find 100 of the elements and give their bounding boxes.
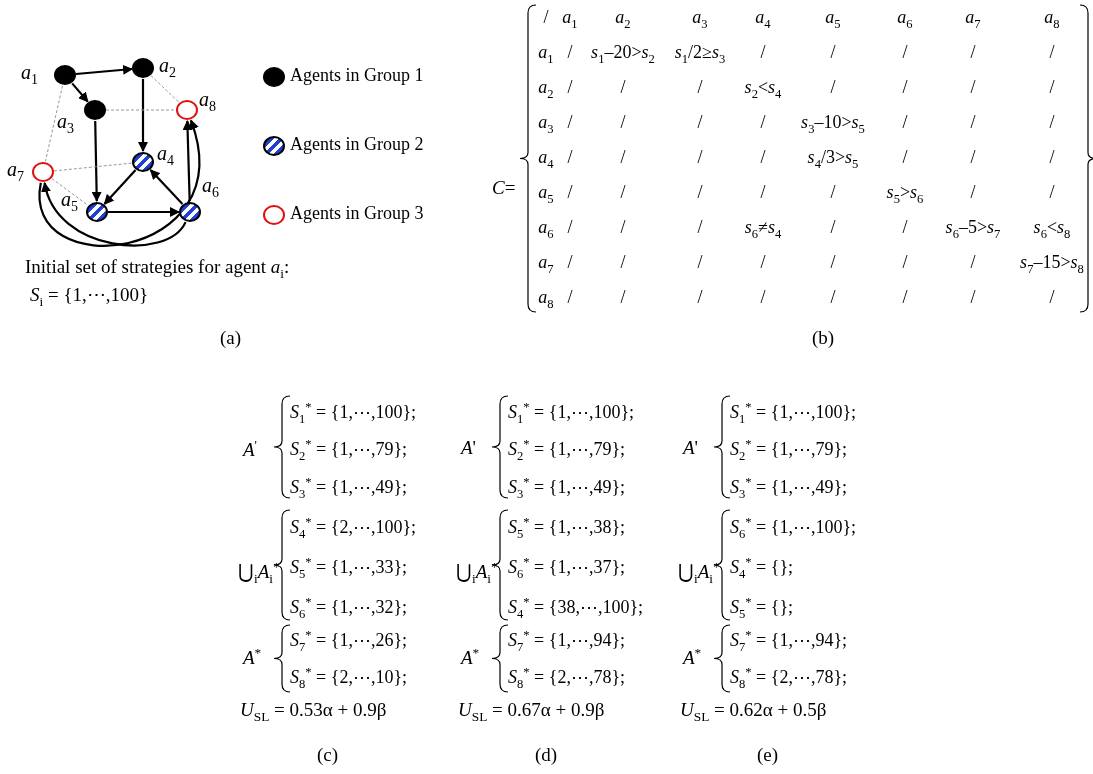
matrix-cell: s$_{1}$/2≥s$_{3}$ bbox=[674, 43, 726, 67]
agent-label: a$_{4}$ bbox=[157, 142, 174, 169]
set-symbol: A$^{'}$ bbox=[243, 438, 257, 462]
matrix-cell: / bbox=[1049, 288, 1055, 308]
matrix-cell: / bbox=[830, 218, 836, 238]
matrix-cell: / bbox=[697, 253, 703, 273]
matrix-cell: / bbox=[697, 183, 703, 203]
matrix-cell: / bbox=[567, 218, 573, 238]
utility-equation: U$_{SL}$ = 0.53α + 0.9β bbox=[240, 700, 387, 725]
matrix-cell: / bbox=[620, 218, 626, 238]
dashed-line bbox=[150, 75, 180, 103]
matrix-cell: / bbox=[1049, 113, 1055, 133]
matrix-cell: / bbox=[697, 288, 703, 308]
arrow bbox=[103, 169, 137, 205]
set-equation: S$_{7}$$^{*}$ = {1,⋯,26}; bbox=[290, 629, 408, 655]
matrix-cell: / bbox=[970, 288, 976, 308]
matrix-header: a$_{8}$ bbox=[1044, 8, 1060, 32]
matrix-header: a$_{2}$ bbox=[538, 78, 554, 102]
matrix-cell: / bbox=[760, 43, 766, 63]
matrix-header: a$_{5}$ bbox=[825, 8, 841, 32]
set-equation: S$_{4}$$^{*}$ = {38,⋯,100}; bbox=[508, 596, 644, 622]
matrix-header: a$_{5}$ bbox=[538, 183, 554, 207]
set-equation: S$_{1}$$^{*}$ = {1,⋯,100}; bbox=[730, 401, 857, 427]
set-equation: S$_{5}$$^{*}$ = {1,⋯,33}; bbox=[290, 556, 408, 582]
matrix-header: a$_{3}$ bbox=[538, 113, 554, 137]
matrix-cell: / bbox=[760, 253, 766, 273]
caption-text: Initial set of strategies for agent a$_{i}$: bbox=[25, 257, 290, 282]
arrow bbox=[91, 121, 102, 202]
matrix-cell: s$_{2}$<s$_{4}$ bbox=[744, 78, 782, 102]
dashed-line bbox=[51, 178, 89, 206]
legend-text: Agents in Group 1 bbox=[290, 66, 424, 86]
arrow bbox=[75, 64, 134, 76]
set-equation: S$_{1}$$^{*}$ = {1,⋯,100}; bbox=[290, 401, 417, 427]
matrix-cell: / bbox=[830, 78, 836, 98]
matrix-cell: / bbox=[697, 148, 703, 168]
matrix-cell: / bbox=[970, 183, 976, 203]
set-equation: S$_{i}$ = {1,⋯,100} bbox=[30, 285, 149, 310]
set-equation: S$_{1}$$^{*}$ = {1,⋯,100}; bbox=[508, 401, 635, 427]
matrix-cell: s$_{3}$–10>s$_{5}$ bbox=[801, 113, 865, 137]
utility-equation: U$_{SL}$ = 0.62α + 0.5β bbox=[680, 700, 827, 725]
matrix-header: / bbox=[543, 8, 549, 28]
matrix-cell: / bbox=[1049, 78, 1055, 98]
matrix-cell: / bbox=[1049, 183, 1055, 203]
matrix-cell: s$_{7}$–15>s$_{8}$ bbox=[1020, 253, 1084, 277]
arrow bbox=[39, 119, 200, 247]
legend-text: Agents in Group 3 bbox=[290, 204, 424, 224]
matrix-cell: / bbox=[567, 113, 573, 133]
matrix-cell: s$_{6}$≠s$_{4}$ bbox=[744, 218, 782, 242]
agent-label: a$_{2}$ bbox=[159, 54, 176, 81]
arrow bbox=[138, 79, 148, 152]
arrow bbox=[149, 169, 184, 205]
matrix-cell: / bbox=[902, 218, 908, 238]
matrix-cell: / bbox=[1049, 43, 1055, 63]
matrix-cell: s$_{1}$–20>s$_{2}$ bbox=[591, 43, 655, 67]
set-symbol: A$^{*}$ bbox=[243, 646, 262, 670]
matrix-cell: / bbox=[567, 148, 573, 168]
matrix-cell: / bbox=[1049, 148, 1055, 168]
matrix-cell: / bbox=[902, 148, 908, 168]
set-equation: S$_{7}$$^{*}$ = {1,⋯,94}; bbox=[508, 629, 626, 655]
set-equation: S$_{6}$$^{*}$ = {1,⋯,37}; bbox=[508, 556, 626, 582]
matrix-cell: / bbox=[760, 288, 766, 308]
agent-label: a$_{3}$ bbox=[57, 110, 74, 137]
set-equation: S$_{4}$$^{*}$ = {2,⋯,100}; bbox=[290, 516, 417, 542]
matrix-cell: / bbox=[567, 183, 573, 203]
matrix-header: a$_{1}$ bbox=[562, 8, 578, 32]
matrix-header: a$_{2}$ bbox=[615, 8, 631, 32]
dashed-line bbox=[105, 109, 177, 111]
arrow bbox=[108, 207, 180, 217]
matrix-cell: / bbox=[970, 148, 976, 168]
matrix-header: a$_{6}$ bbox=[897, 8, 913, 32]
matrix-cell: s$_{5}$>s$_{6}$ bbox=[886, 183, 924, 207]
matrix-cell: / bbox=[620, 253, 626, 273]
matrix-header: a$_{8}$ bbox=[538, 288, 554, 312]
arrow bbox=[71, 82, 89, 103]
matrix-cell: / bbox=[970, 43, 976, 63]
set-equation: S$_{5}$$^{*}$ = {}; bbox=[730, 596, 794, 622]
matrix-cell: / bbox=[567, 78, 573, 98]
matrix-header: a$_{6}$ bbox=[538, 218, 554, 242]
matrix-cell: / bbox=[620, 78, 626, 98]
matrix-cell: s$_{4}$/3>s$_{5}$ bbox=[807, 148, 859, 172]
matrix-cell: / bbox=[567, 288, 573, 308]
set-equation: S$_{8}$$^{*}$ = {2,⋯,78}; bbox=[508, 666, 626, 692]
matrix-cell: s$_{6}$–5>s$_{7}$ bbox=[945, 218, 1001, 242]
matrix-cell: / bbox=[902, 43, 908, 63]
matrix-cell: s$_{6}$<s$_{8}$ bbox=[1033, 218, 1071, 242]
matrix-cell: / bbox=[760, 183, 766, 203]
matrix-cell: / bbox=[567, 43, 573, 63]
matrix-cell: / bbox=[902, 253, 908, 273]
set-symbol: A$^{*}$ bbox=[683, 646, 702, 670]
set-equation: S$_{8}$$^{*}$ = {2,⋯,10}; bbox=[290, 666, 408, 692]
panel-label: (d) bbox=[535, 745, 558, 766]
set-equation: S$_{7}$$^{*}$ = {1,⋯,94}; bbox=[730, 629, 848, 655]
agent-label: a$_{1}$ bbox=[21, 61, 38, 88]
set-equation: S$_{3}$$^{*}$ = {1,⋯,49}; bbox=[730, 476, 848, 502]
set-symbol: A' bbox=[461, 438, 477, 459]
matrix-header: a$_{1}$ bbox=[538, 43, 554, 67]
set-equation: S$_{8}$$^{*}$ = {2,⋯,78}; bbox=[730, 666, 848, 692]
panel-label: (b) bbox=[812, 328, 835, 349]
matrix-cell: / bbox=[620, 288, 626, 308]
matrix-header: a$_{3}$ bbox=[692, 8, 708, 32]
